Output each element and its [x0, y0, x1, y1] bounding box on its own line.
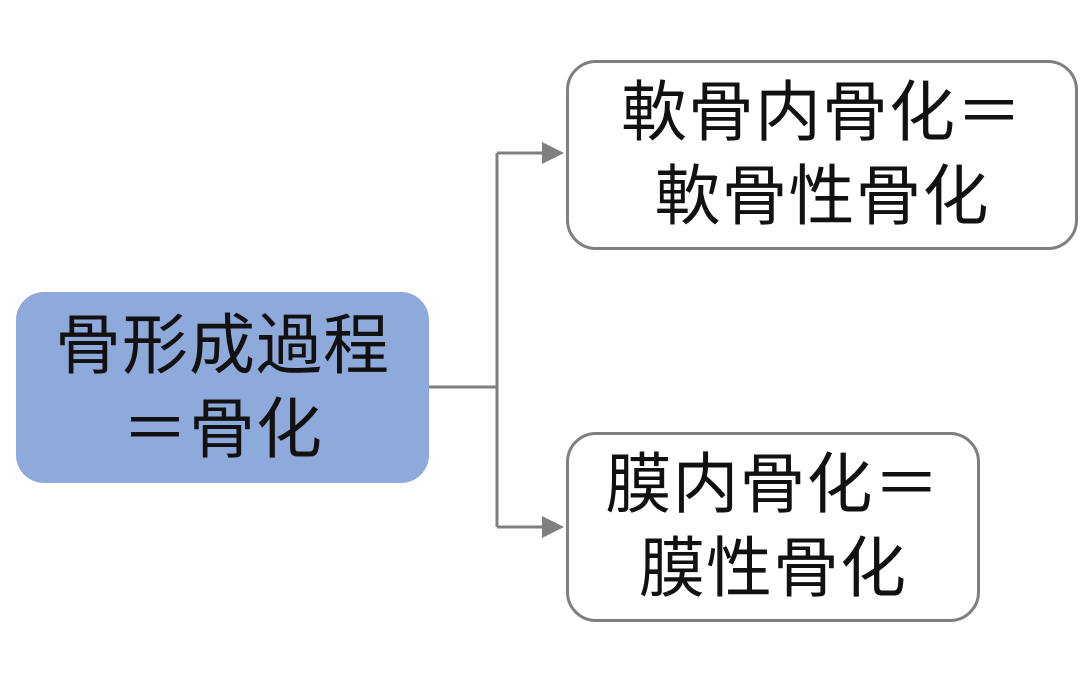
child-node-endochondral-line-1: 軟骨内骨化＝ [621, 74, 1023, 151]
root-node-ossification: 骨形成過程 ＝骨化 [16, 292, 429, 483]
child-node-endochondral-line-2: 軟骨性骨化 [654, 158, 990, 235]
root-node-line-1: 骨形成過程 [55, 306, 390, 384]
arrowhead-top [542, 142, 564, 164]
arrowhead-bottom [542, 516, 564, 538]
child-node-intramembranous-line-2: 膜性骨化 [639, 530, 907, 607]
child-node-intramembranous-line-1: 膜内骨化＝ [605, 446, 941, 523]
child-node-endochondral: 軟骨内骨化＝ 軟骨性骨化 [566, 60, 1078, 250]
root-node-line-2: ＝骨化 [122, 390, 323, 468]
child-node-intramembranous: 膜内骨化＝ 膜性骨化 [566, 432, 980, 622]
